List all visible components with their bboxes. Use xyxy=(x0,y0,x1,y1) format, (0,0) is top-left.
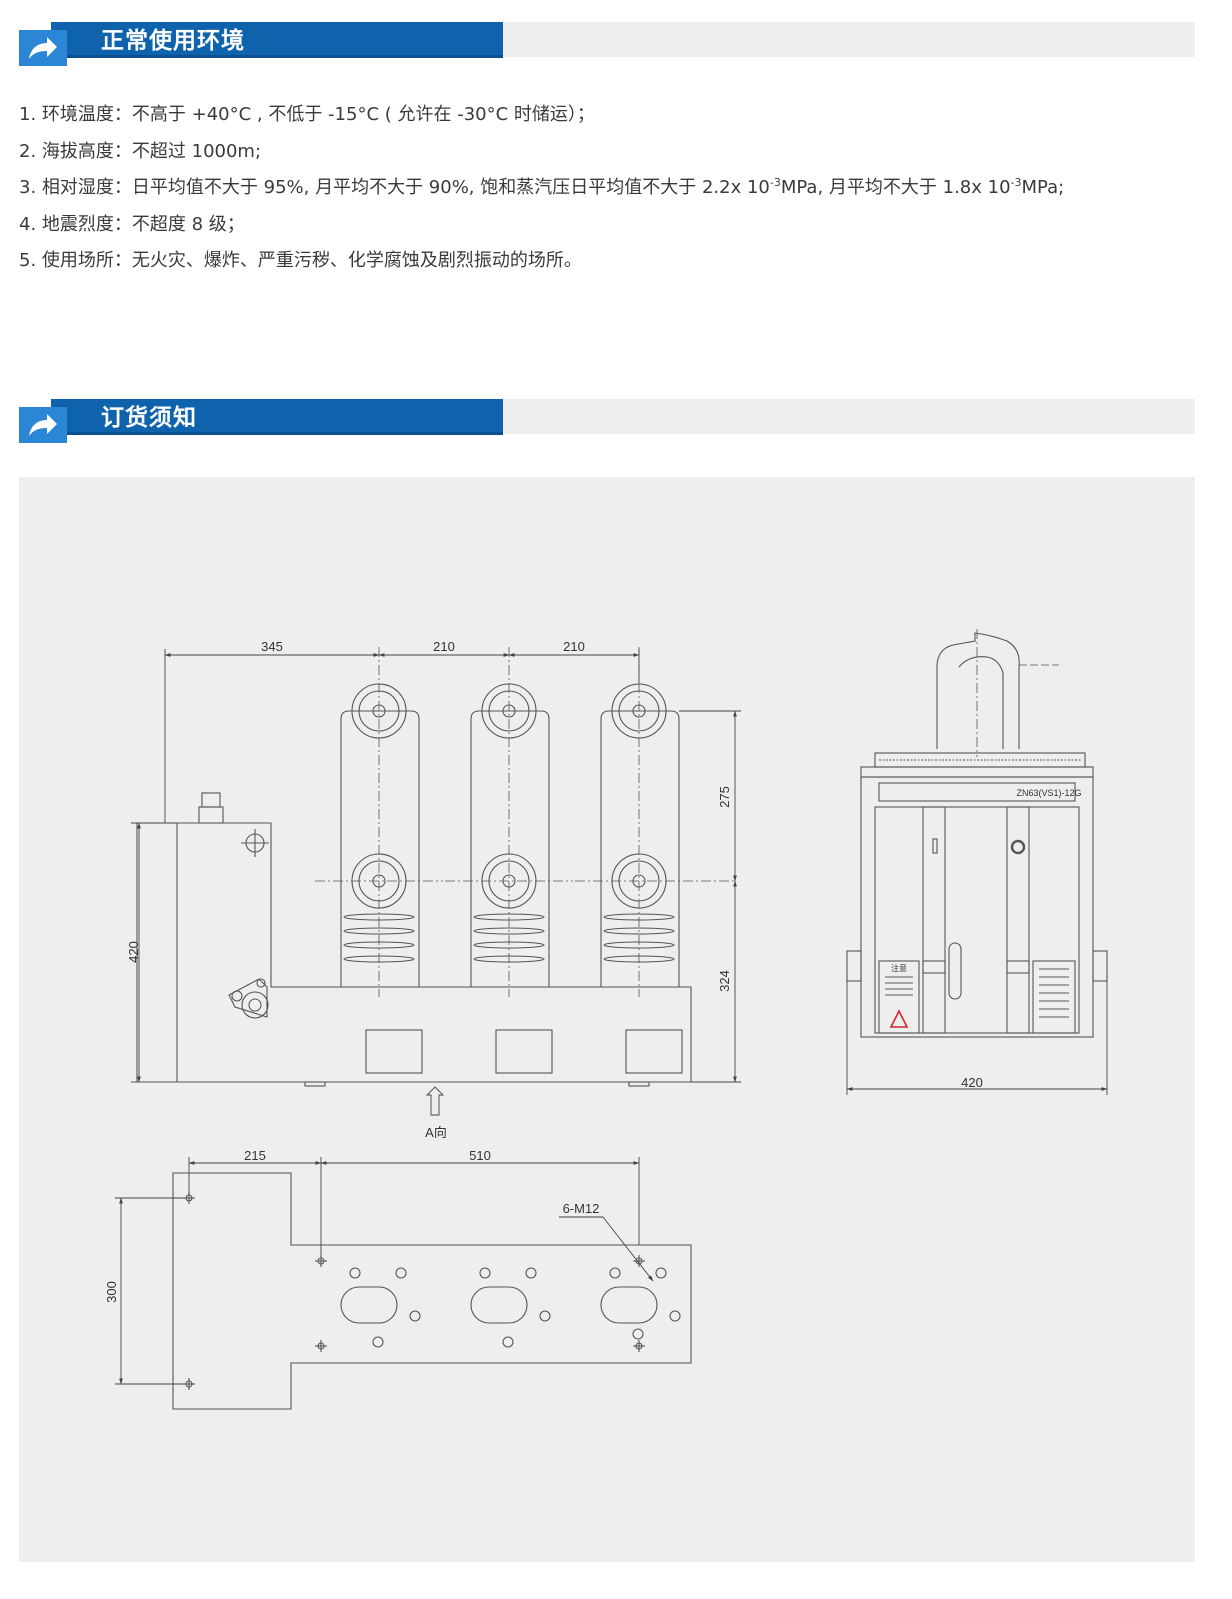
dim-420-side: 420 xyxy=(961,1075,983,1090)
header-bar-edge xyxy=(51,55,503,58)
section-header-environment: 正常使用环境 xyxy=(19,22,1195,68)
item-text: 5. 使用场所：无火灾、爆炸、严重污秽、化学腐蚀及剧烈振动的场所。 xyxy=(19,250,582,271)
item-text: 2. 海拔高度：不超过 1000m; xyxy=(19,140,262,162)
warning-title: 注意 xyxy=(891,963,907,973)
item-text-post: MPa; xyxy=(1021,177,1065,198)
item-text: 1. 环境温度：不高于 +40°C , 不低于 -15°C ( 允许在 -30°… xyxy=(19,104,595,125)
dim-215: 215 xyxy=(244,1148,266,1163)
dim-210-b: 210 xyxy=(563,639,585,654)
section-header-ordering: 订货须知 xyxy=(19,399,1195,445)
header-bar-edge xyxy=(51,432,503,435)
slot-3 xyxy=(600,1267,681,1340)
item-text-pre: 3. 相对湿度：日平均值不大于 95%, 月平均不大于 90%, 饱和蒸汽压日平… xyxy=(19,177,770,198)
dim-510: 510 xyxy=(469,1148,491,1163)
model-plate: ZN63(VS1)-12G xyxy=(1016,788,1081,798)
side-view xyxy=(846,629,1108,1038)
item-text: 4. 地震烈度：不超度 8 级； xyxy=(19,213,245,235)
dim-420-left: 420 xyxy=(126,941,141,963)
drawing-panel: 345 210 210 275 324 420 A向 xyxy=(19,477,1195,1562)
direction-label: A向 xyxy=(425,1125,447,1140)
share-arrow-icon xyxy=(19,30,67,66)
list-item: 2. 海拔高度：不超过 1000m; xyxy=(19,134,1209,171)
technical-drawing: 345 210 210 275 324 420 A向 xyxy=(104,629,1108,1410)
pole-2 xyxy=(470,683,550,987)
dim-210-a: 210 xyxy=(433,639,455,654)
list-item: 5. 使用场所：无火灾、爆炸、严重污秽、化学腐蚀及剧烈振动的场所。 xyxy=(19,243,1209,280)
superscript: -3 xyxy=(769,176,781,189)
header-blue-bar xyxy=(51,399,503,434)
dim-345: 345 xyxy=(261,639,283,654)
base-plate-view xyxy=(172,1172,692,1410)
header-blue-bar xyxy=(51,22,503,57)
dim-300: 300 xyxy=(104,1281,119,1303)
base-dimensions xyxy=(115,1157,654,1385)
header-grey-band xyxy=(485,22,1195,57)
header-grey-band xyxy=(485,399,1195,434)
dim-275: 275 xyxy=(717,786,732,808)
share-arrow-icon xyxy=(19,407,67,443)
pole-1 xyxy=(340,683,420,987)
section-title: 订货须知 xyxy=(101,405,197,431)
mount-holes xyxy=(183,1192,645,1390)
front-dimensions xyxy=(131,649,741,1116)
list-item: 4. 地震烈度：不超度 8 级； xyxy=(19,207,1209,244)
side-view-text-lines xyxy=(885,968,1069,1018)
list-item: 3. 相对湿度：日平均值不大于 95%, 月平均不大于 90%, 饱和蒸汽压日平… xyxy=(19,170,1209,207)
item-text-mid: MPa, 月平均不大于 1.8x 10 xyxy=(780,177,1011,198)
slot-2 xyxy=(470,1267,551,1348)
hole-spec: 6-M12 xyxy=(563,1201,600,1216)
pole-3 xyxy=(600,683,680,987)
slot-1 xyxy=(340,1267,421,1348)
dim-324: 324 xyxy=(717,970,732,992)
environment-list: 1. 环境温度：不高于 +40°C , 不低于 -15°C ( 允许在 -30°… xyxy=(19,97,1209,280)
section-title: 正常使用环境 xyxy=(101,28,245,54)
superscript: -3 xyxy=(1010,176,1022,189)
list-item: 1. 环境温度：不高于 +40°C , 不低于 -15°C ( 允许在 -30°… xyxy=(19,97,1209,134)
front-view xyxy=(136,647,735,1087)
